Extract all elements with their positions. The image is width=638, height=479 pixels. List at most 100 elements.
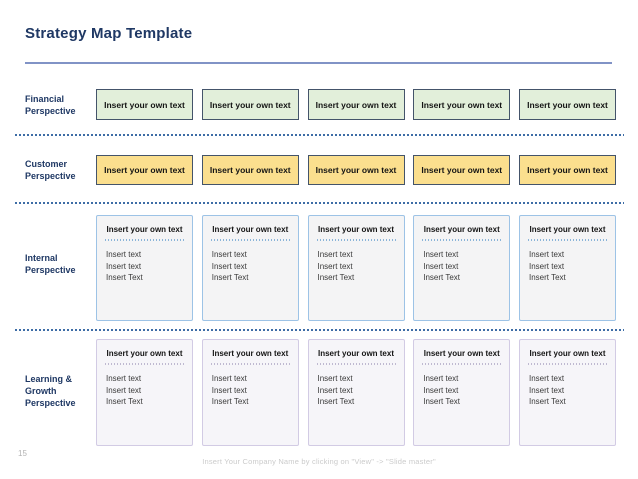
footer-note: Insert Your Company Name by clicking on … <box>202 457 436 466</box>
placeholder-box-label: Insert your own text <box>421 99 503 110</box>
card-separator <box>105 239 184 241</box>
card-line: Insert text <box>423 261 459 271</box>
row-label-line: Customer <box>25 159 68 169</box>
card-separator <box>528 363 607 365</box>
card-line: Insert text <box>106 385 142 395</box>
card-line: Insert text <box>317 385 353 395</box>
card-line: Insert text <box>317 261 353 271</box>
placeholder-box[interactable]: Insert your own text <box>307 89 405 120</box>
placeholder-box[interactable]: Insert your own text <box>307 155 405 185</box>
row-label-line: Perspective <box>25 398 76 408</box>
placeholder-card[interactable]: Insert your own text Insert text Insert … <box>519 215 616 321</box>
row-separator <box>15 134 624 136</box>
card-header: Insert your own text <box>106 349 183 358</box>
placeholder-box-label: Insert your own text <box>315 99 397 110</box>
page-number: 15 <box>18 449 27 458</box>
learning-boxes-row: Insert your own text Insert text Insert … <box>96 339 616 446</box>
row-label-line: Internal <box>25 253 58 263</box>
placeholder-box[interactable]: Insert your own text <box>201 155 299 185</box>
card-header: Insert your own text <box>529 349 606 358</box>
placeholder-box[interactable]: Insert your own text <box>201 89 299 120</box>
card-line: Insert Text <box>529 397 566 406</box>
placeholder-box[interactable]: Insert your own text <box>519 89 616 120</box>
card-line: Insert text <box>211 374 247 383</box>
placeholder-card[interactable]: Insert your own text Insert text Insert … <box>96 215 193 321</box>
card-header: Insert your own text <box>106 225 183 234</box>
card-line: Insert text <box>211 250 247 259</box>
row-label-internal: Internal Perspective <box>25 252 76 276</box>
placeholder-card[interactable]: Insert your own text Insert text Insert … <box>307 215 405 321</box>
card-header: Insert your own text <box>529 225 606 234</box>
title-underline <box>25 62 612 64</box>
placeholder-card[interactable]: Insert your own text Insert text Insert … <box>201 215 299 321</box>
row-label-line: Perspective <box>25 106 76 116</box>
card-line: Insert text <box>529 250 565 259</box>
financial-boxes-row: Insert your own text Insert your own tex… <box>96 89 616 120</box>
card-line: Insert text <box>423 250 459 259</box>
placeholder-box[interactable]: Insert your own text <box>413 89 511 120</box>
card-line: Insert text <box>106 374 142 383</box>
row-separator <box>15 202 624 204</box>
placeholder-box-label: Insert your own text <box>527 165 608 175</box>
card-line: Insert text <box>317 250 353 259</box>
internal-boxes-row: Insert your own text Insert text Insert … <box>96 215 616 321</box>
row-label-line: Perspective <box>25 171 76 181</box>
card-header: Insert your own text <box>423 349 500 358</box>
placeholder-card[interactable]: Insert your own text Insert text Insert … <box>307 339 405 446</box>
card-line: Insert Text <box>211 273 249 282</box>
card-header: Insert your own text <box>212 349 289 358</box>
placeholder-box-label: Insert your own text <box>209 99 291 110</box>
card-separator <box>422 363 502 365</box>
card-header: Insert your own text <box>212 225 289 234</box>
card-line: Insert text <box>529 374 565 383</box>
placeholder-card[interactable]: Insert your own text Insert text Insert … <box>413 339 511 446</box>
card-line: Insert text <box>317 374 353 383</box>
placeholder-card[interactable]: Insert your own text Insert text Insert … <box>201 339 299 446</box>
placeholder-card[interactable]: Insert your own text Insert text Insert … <box>413 215 511 321</box>
card-line: Insert Text <box>423 397 461 406</box>
card-line: Insert Text <box>529 273 566 282</box>
placeholder-box-label: Insert your own text <box>421 165 503 175</box>
card-line: Insert Text <box>106 397 143 406</box>
card-line: Insert Text <box>211 397 249 406</box>
card-line: Insert Text <box>423 273 461 282</box>
card-line: Insert text <box>423 385 459 395</box>
row-label-customer: Customer Perspective <box>25 158 76 182</box>
placeholder-box-label: Insert your own text <box>527 99 608 110</box>
page-title: Strategy Map Template <box>25 25 193 42</box>
row-label-line: Growth <box>25 386 57 396</box>
card-separator <box>528 239 607 241</box>
customer-boxes-row: Insert your own text Insert your own tex… <box>96 155 616 185</box>
placeholder-card[interactable]: Insert your own text Insert text Insert … <box>519 339 616 446</box>
row-label-learning: Learning & Growth Perspective <box>25 373 76 409</box>
card-separator <box>210 239 290 241</box>
row-separator <box>15 329 624 331</box>
card-header: Insert your own text <box>423 225 500 234</box>
card-line: Insert text <box>106 250 142 259</box>
placeholder-box[interactable]: Insert your own text <box>413 155 511 185</box>
row-label-financial: Financial Perspective <box>25 93 76 117</box>
card-line: Insert text <box>211 261 247 271</box>
card-header: Insert your own text <box>317 225 394 234</box>
placeholder-box[interactable]: Insert your own text <box>519 155 616 185</box>
placeholder-box[interactable]: Insert your own text <box>96 155 193 185</box>
card-line: Insert text <box>423 374 459 383</box>
card-line: Insert text <box>211 385 247 395</box>
row-label-line: Financial <box>25 94 65 104</box>
row-label-line: Learning & <box>25 374 73 384</box>
card-line: Insert text <box>106 261 142 271</box>
card-line: Insert Text <box>106 273 143 282</box>
card-separator <box>105 363 184 365</box>
card-separator <box>316 363 396 365</box>
card-separator <box>422 239 502 241</box>
card-separator <box>210 363 290 365</box>
placeholder-box-label: Insert your own text <box>104 165 185 175</box>
card-line: Insert Text <box>317 273 355 282</box>
placeholder-box-label: Insert your own text <box>104 99 185 110</box>
card-separator <box>316 239 396 241</box>
placeholder-card[interactable]: Insert your own text Insert text Insert … <box>96 339 193 446</box>
card-line: Insert text <box>529 261 565 271</box>
placeholder-box-label: Insert your own text <box>209 165 291 175</box>
placeholder-box[interactable]: Insert your own text <box>96 89 193 120</box>
